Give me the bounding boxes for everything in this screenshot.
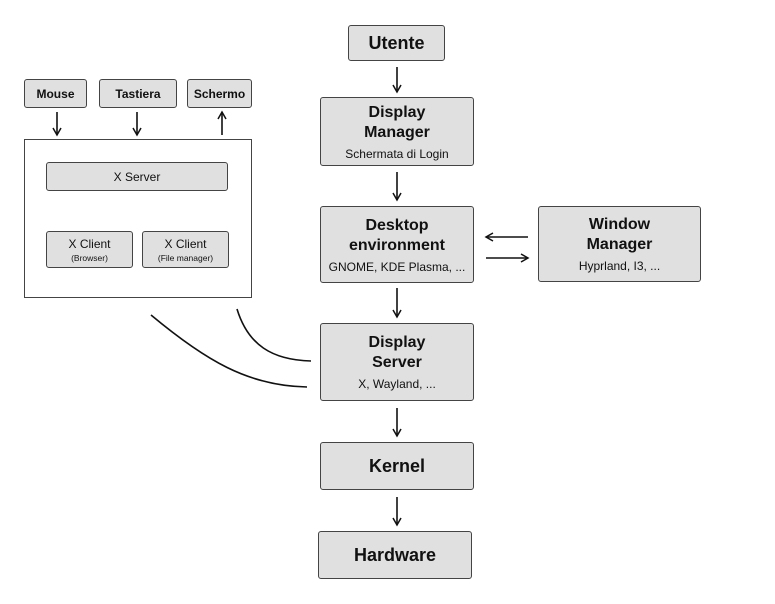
node-kernel: Kernel xyxy=(320,442,474,490)
node-tastiera: Tastiera xyxy=(99,79,177,108)
node-x-client-file-manager-sub: (File manager) xyxy=(157,252,214,263)
node-desktop-environment-sub: GNOME, KDE Plasma, ... xyxy=(328,259,466,274)
node-schermo: Schermo xyxy=(187,79,252,108)
node-hardware: Hardware xyxy=(318,531,472,579)
node-display-manager: Display Manager Schermata di Login xyxy=(320,97,474,166)
node-hardware-label: Hardware xyxy=(353,544,437,565)
node-tastiera-label: Tastiera xyxy=(115,86,161,101)
zoom-curve-outer xyxy=(150,314,308,388)
node-window-manager: Window Manager Hyprland, I3, ... xyxy=(538,206,701,282)
node-display-server: Display Server X, Wayland, ... xyxy=(320,323,474,401)
node-kernel-label: Kernel xyxy=(368,455,426,476)
node-mouse-label: Mouse xyxy=(36,86,75,101)
node-display-manager-sub: Schermata di Login xyxy=(345,146,449,161)
node-x-server-label: X Server xyxy=(113,169,161,184)
node-x-client-file-manager: X Client (File manager) xyxy=(142,231,229,268)
node-x-client-browser-sub: (Browser) xyxy=(71,252,108,263)
node-desktop-environment: Desktop environment GNOME, KDE Plasma, .… xyxy=(320,206,474,283)
node-x-server: X Server xyxy=(46,162,228,191)
node-mouse: Mouse xyxy=(24,79,87,108)
node-display-manager-label: Display Manager xyxy=(364,103,430,141)
node-window-manager-sub: Hyprland, I3, ... xyxy=(578,259,661,273)
node-utente: Utente xyxy=(348,25,445,61)
node-schermo-label: Schermo xyxy=(193,86,246,101)
node-x-client-browser: X Client (Browser) xyxy=(46,231,133,268)
node-display-server-label: Display Server xyxy=(368,334,426,371)
node-display-server-sub: X, Wayland, ... xyxy=(358,377,436,391)
node-x-client-browser-label: X Client xyxy=(68,236,111,251)
zoom-curve-inner xyxy=(236,308,312,362)
node-window-manager-label: Window Manager xyxy=(586,216,653,253)
node-utente-label: Utente xyxy=(368,32,425,53)
node-x-client-file-manager-label: X Client xyxy=(164,236,207,251)
node-desktop-environment-label: Desktop environment xyxy=(348,216,445,254)
